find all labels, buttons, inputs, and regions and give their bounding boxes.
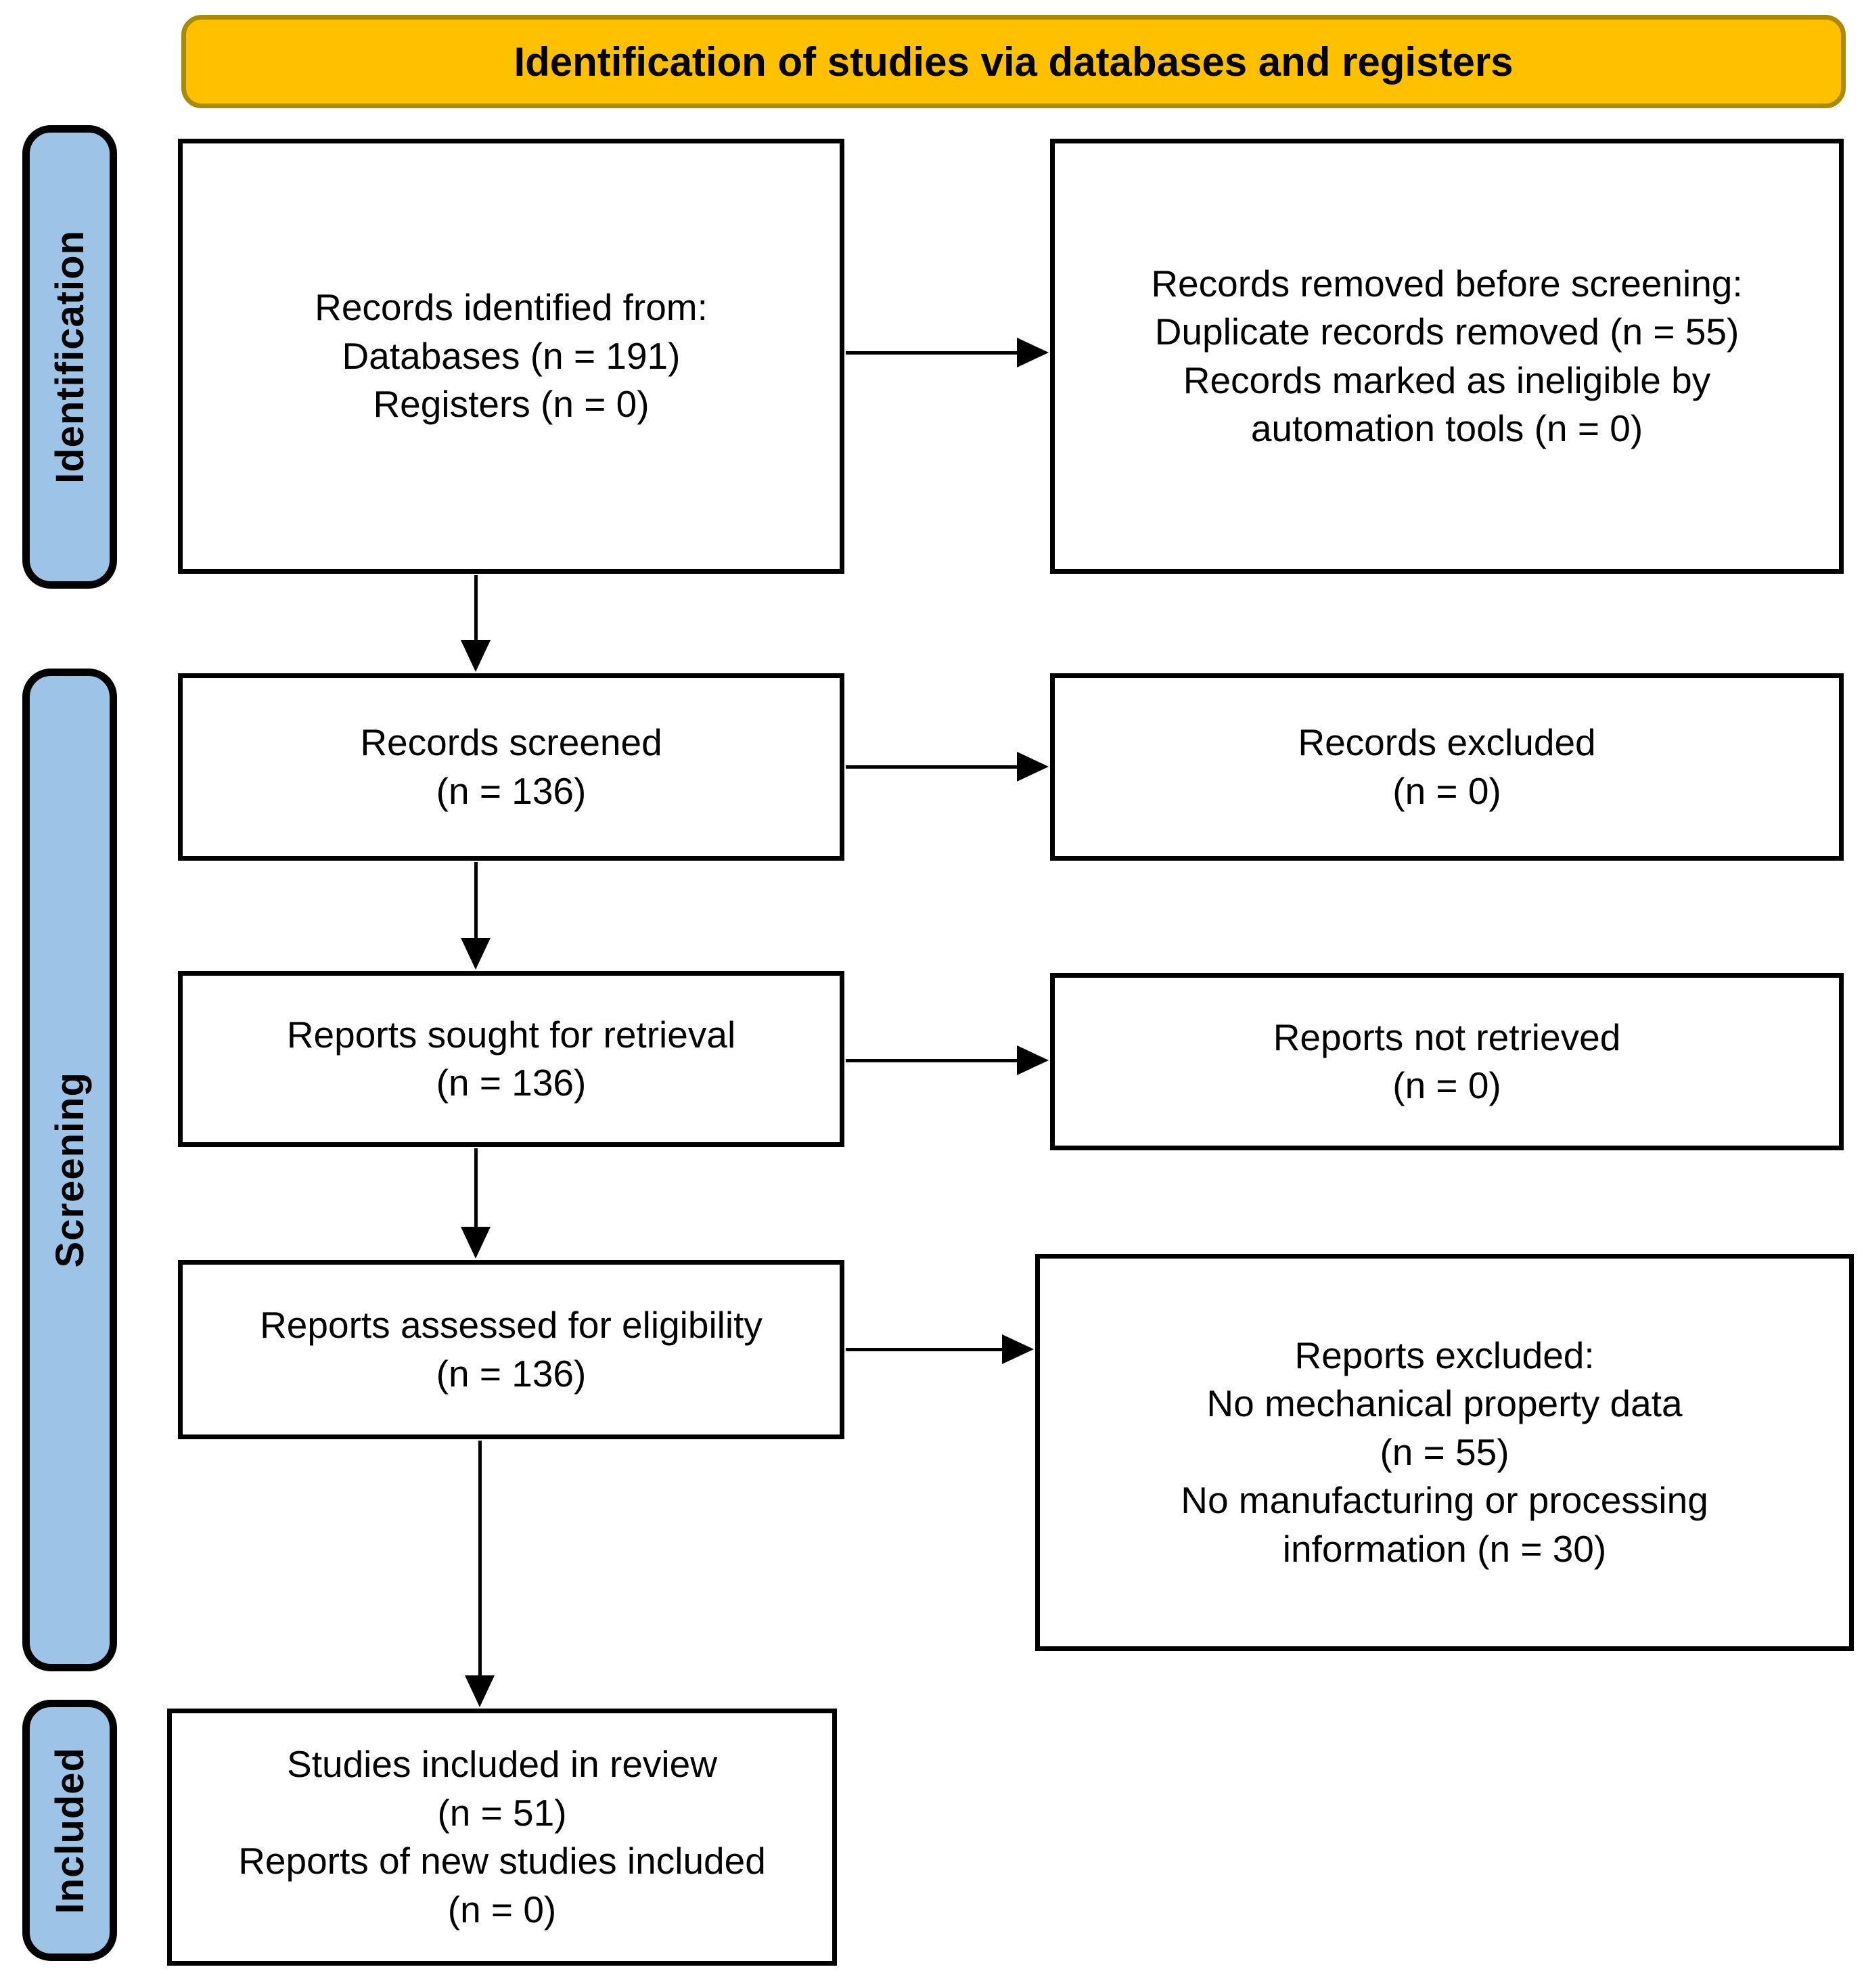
arrow-screened-to-sought-head-icon	[461, 938, 491, 970]
box-reports-not-retrieved-text: Reports not retrieved (n = 0)	[1273, 1016, 1621, 1107]
arrow-identified-to-screened-line	[474, 575, 478, 641]
stage-screening-label: Screening	[47, 1072, 92, 1268]
arrow-sought-to-assessed-head-icon	[461, 1227, 491, 1259]
box-records-screened: Records screened (n = 136)	[178, 673, 844, 861]
box-reports-sought-text: Reports sought for retrieval (n = 136)	[286, 1013, 736, 1104]
box-records-identified-text: Records identified from: Databases (n = …	[315, 286, 708, 426]
box-records-excluded: Records excluded (n = 0)	[1050, 673, 1844, 861]
stage-included: Included	[22, 1700, 117, 1961]
box-records-removed: Records removed before screening: Duplic…	[1050, 139, 1844, 574]
arrow-identified-to-screened-head-icon	[461, 640, 491, 672]
arrow-screened-to-sought-line	[474, 862, 478, 938]
arrow-screened-to-excluded-line	[846, 765, 1018, 769]
box-reports-excluded: Reports excluded: No mechanical property…	[1035, 1254, 1854, 1651]
box-reports-assessed-text: Reports assessed for eligibility (n = 13…	[260, 1304, 763, 1395]
box-records-identified: Records identified from: Databases (n = …	[178, 139, 844, 574]
header-banner: Identification of studies via databases …	[181, 15, 1846, 108]
arrow-screened-to-excluded-head-icon	[1017, 752, 1049, 782]
stage-screening: Screening	[22, 669, 117, 1671]
box-reports-excluded-text: Reports excluded: No mechanical property…	[1181, 1334, 1708, 1570]
box-records-excluded-text: Records excluded (n = 0)	[1298, 721, 1596, 812]
box-records-screened-text: Records screened (n = 136)	[360, 721, 662, 812]
box-reports-sought: Reports sought for retrieval (n = 136)	[178, 971, 844, 1147]
stage-identification: Identification	[22, 125, 117, 589]
arrow-assessed-to-excluded-line	[846, 1348, 1003, 1351]
box-records-removed-text: Records removed before screening: Duplic…	[1151, 262, 1743, 450]
box-reports-assessed: Reports assessed for eligibility (n = 13…	[178, 1260, 844, 1439]
box-studies-included: Studies included in review (n = 51) Repo…	[167, 1709, 837, 1966]
arrow-assessed-to-included-line	[478, 1441, 482, 1675]
box-studies-included-text: Studies included in review (n = 51) Repo…	[238, 1743, 766, 1930]
arrow-sought-to-not-retrieved-head-icon	[1017, 1045, 1049, 1075]
arrow-assessed-to-excluded-head-icon	[1002, 1334, 1034, 1364]
box-reports-not-retrieved: Reports not retrieved (n = 0)	[1050, 973, 1844, 1150]
arrow-identified-to-removed-head-icon	[1017, 338, 1049, 367]
stage-included-label: Included	[47, 1746, 92, 1914]
arrow-sought-to-assessed-line	[474, 1148, 478, 1227]
stage-identification-label: Identification	[47, 230, 92, 484]
arrow-assessed-to-included-head-icon	[465, 1675, 495, 1707]
arrow-sought-to-not-retrieved-line	[846, 1059, 1018, 1062]
arrow-identified-to-removed-line	[846, 351, 1018, 355]
header-title: Identification of studies via databases …	[514, 39, 1514, 85]
